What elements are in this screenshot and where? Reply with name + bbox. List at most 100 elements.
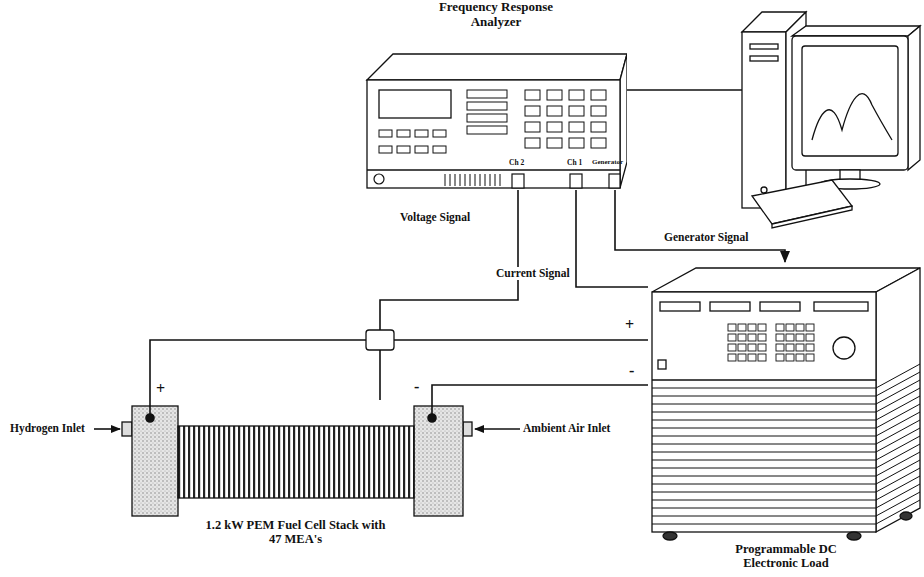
input-connector — [374, 174, 384, 184]
load-body — [652, 292, 876, 532]
load-key — [748, 324, 756, 331]
end-plate — [132, 406, 178, 516]
load-body — [652, 268, 920, 540]
signal-wire — [615, 190, 785, 262]
signal-label: Current Signal — [494, 267, 572, 280]
load-key — [728, 344, 736, 351]
input-connector — [609, 174, 620, 188]
input-connector — [374, 174, 620, 188]
vent-line — [652, 492, 876, 493]
computer-tower — [750, 44, 778, 49]
load-key — [748, 354, 756, 361]
vent-slot — [485, 174, 486, 186]
electronic-load-illustration — [648, 262, 924, 542]
load-vents — [652, 364, 920, 524]
computer-monitor — [908, 26, 920, 170]
terminal — [146, 414, 154, 422]
vent-slot — [455, 174, 456, 186]
input-connector — [570, 174, 582, 188]
analyzer-button — [379, 146, 392, 153]
vent-slot — [490, 174, 491, 186]
signal-label: Generator Signal — [662, 231, 750, 244]
analyzer-button — [415, 146, 428, 153]
inlet-label: Ambient Air Inlet — [523, 422, 610, 435]
load-key — [728, 334, 736, 341]
signal-wire — [576, 190, 648, 287]
vent-slot — [475, 174, 476, 186]
load-key — [806, 344, 814, 351]
load-body — [814, 302, 868, 311]
vent-line — [652, 444, 876, 445]
vent-line — [652, 436, 876, 437]
vent-line — [652, 508, 876, 509]
signal-wire — [150, 340, 648, 400]
signal-label: Voltage Signal — [398, 211, 472, 224]
vent-line — [652, 516, 876, 517]
vent-slot — [500, 174, 501, 186]
analyzer-key — [569, 106, 584, 116]
load-body — [660, 302, 700, 311]
end-plate — [463, 422, 472, 436]
computer-monitor — [792, 26, 920, 189]
analyzer-key — [591, 138, 606, 148]
analyzer-body — [367, 54, 627, 80]
polarity-sign: - — [629, 362, 634, 380]
load-key — [796, 334, 804, 341]
load-body — [652, 268, 920, 292]
analyzer-key — [569, 90, 584, 100]
vent-slot — [460, 174, 461, 186]
voltage-clip — [366, 330, 394, 350]
analyzer-body — [367, 54, 627, 188]
vent-line — [876, 500, 920, 524]
load-key — [758, 344, 766, 351]
load-key — [806, 334, 814, 341]
analyzer-button — [467, 90, 507, 98]
inlet-arrow — [94, 428, 120, 430]
computer-monitor — [802, 46, 898, 156]
analyzer-illustration — [365, 40, 627, 190]
signal-wire — [432, 385, 648, 400]
analyzer-button — [415, 130, 428, 137]
inlet-arrow — [475, 428, 520, 430]
analyzer-button — [467, 126, 507, 134]
signal-wire — [380, 190, 518, 400]
terminal — [428, 414, 436, 422]
analyzer-key — [569, 122, 584, 132]
load-key — [738, 354, 746, 361]
load-key — [728, 324, 736, 331]
end-plate — [122, 406, 472, 516]
input-connector — [512, 174, 524, 188]
analyzer-key — [525, 90, 540, 100]
channel-label: Generator — [592, 159, 623, 167]
load-key — [776, 324, 784, 331]
vent-line — [652, 484, 876, 485]
vent-slot — [450, 174, 451, 186]
end-plate — [414, 406, 463, 516]
polarity-sign: + — [156, 380, 165, 398]
computer-tower — [742, 32, 786, 208]
analyzer-key — [591, 106, 606, 116]
load-key — [758, 334, 766, 341]
analyzer-key — [569, 138, 584, 148]
terminal — [146, 400, 436, 422]
analyzer-button — [397, 130, 410, 137]
vent-line — [652, 460, 876, 461]
load-key — [738, 324, 746, 331]
computer-wire — [627, 89, 742, 91]
vent-line — [652, 468, 876, 469]
load-key — [796, 344, 804, 351]
analyzer-body — [367, 169, 620, 170]
analyzer-key — [525, 138, 540, 148]
load-body — [658, 360, 666, 369]
vent-line — [652, 396, 876, 397]
load-key — [806, 324, 814, 331]
analyzer-button — [379, 130, 392, 137]
inlet-label: Hydrogen Inlet — [10, 422, 85, 435]
end-plate — [122, 422, 132, 436]
vent-slot — [465, 174, 466, 186]
vent-line — [652, 452, 876, 453]
vent-line — [652, 388, 876, 389]
load-body — [663, 532, 677, 540]
load-body — [876, 268, 920, 532]
polarity-sign: - — [414, 378, 419, 396]
